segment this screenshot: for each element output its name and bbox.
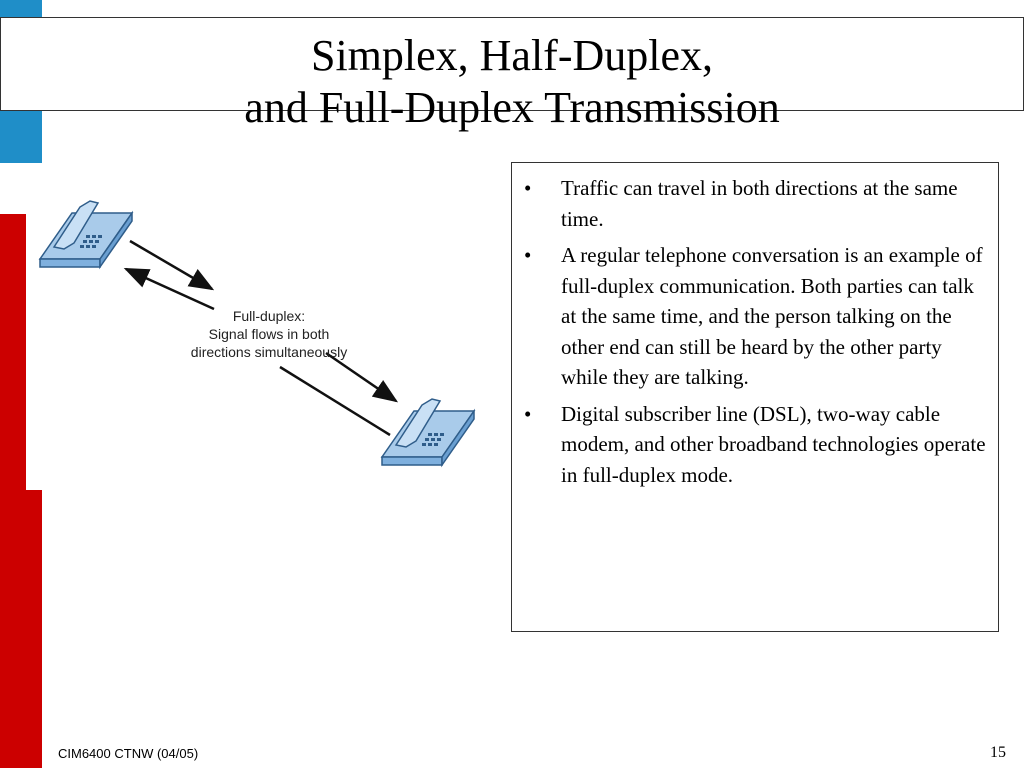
bullet-marker: • [524,176,532,200]
slide-title: Simplex, Half-Duplex, and Full-Duplex Tr… [0,30,1024,134]
list-item: • A regular telephone conversation is an… [512,240,988,393]
arrow-incoming-bottom [279,365,391,437]
footer-course-label: CIM6400 CTNW (04/05) [58,746,199,761]
list-item: • Traffic can travel in both directions … [512,173,988,234]
slide-title-line-1: Simplex, Half-Duplex, [310,31,714,80]
bullet-list: • Traffic can travel in both directions … [512,163,998,490]
bullet-text: Digital subscriber line (DSL), two-way c… [561,401,986,487]
bullet-text: Traffic can travel in both directions at… [561,176,958,231]
telephone-icon [380,398,476,468]
left-accent-bar-top [0,0,42,17]
diagram-backdrop [26,163,42,490]
bullet-text: A regular telephone conversation is an e… [561,243,983,389]
diagram-label-line-2: Signal flows in both [209,326,330,342]
slide-title-line-2: and Full-Duplex Transmission [244,83,780,132]
arrow-outgoing-top [129,239,215,291]
bullet-content-box: • Traffic can travel in both directions … [511,162,999,632]
diagram-label-line-3: directions simultaneously [191,344,347,360]
arrow-incoming-top [123,267,215,311]
bullet-marker: • [524,401,532,426]
full-duplex-diagram: Full-duplex: Signal flows in both direct… [38,200,476,468]
list-item: • Digital subscriber line (DSL), two-way… [512,399,988,491]
page-number: 15 [990,744,1006,761]
arrow-outgoing-bottom [325,351,399,403]
diagram-label-line-1: Full-duplex: [233,308,305,324]
telephone-icon [38,200,134,270]
bullet-marker: • [524,243,532,267]
left-accent-bar-middle [0,111,42,163]
